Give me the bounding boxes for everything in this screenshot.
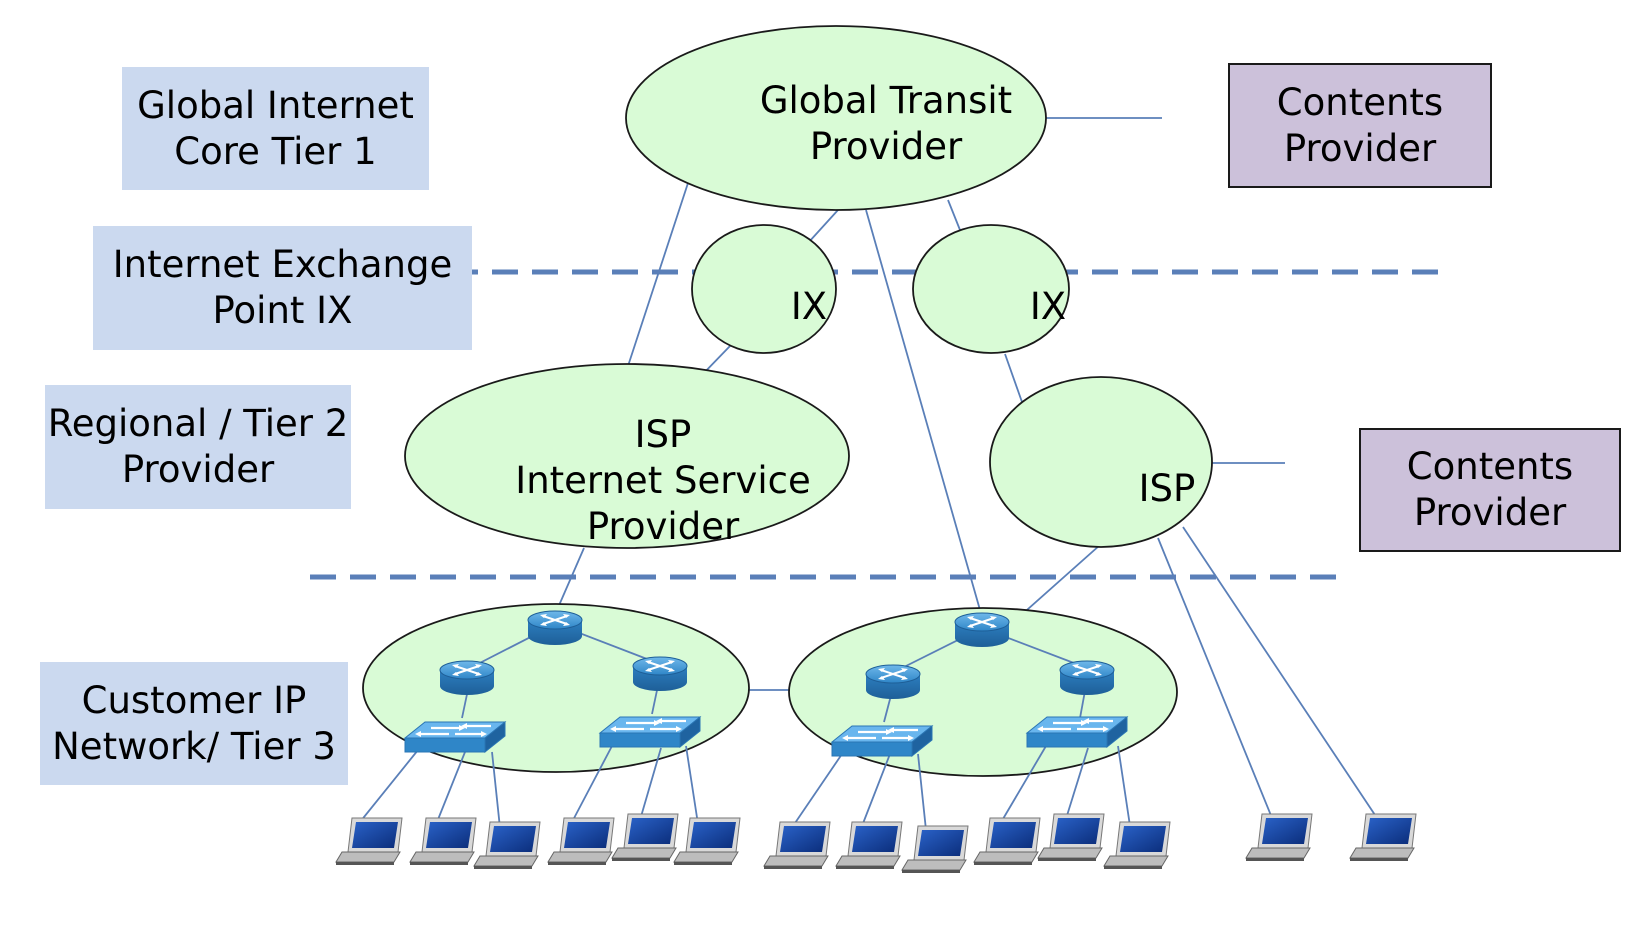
laptop-icon (1037, 813, 1105, 862)
isp-left-node (404, 363, 850, 549)
link-isp-right-laptop1 (1157, 537, 1273, 819)
contents-provider-top-line1: Contents (1276, 80, 1444, 124)
global-transit-provider-node (625, 25, 1047, 211)
laptop-icon (611, 813, 679, 862)
tier3-label-line2: Network/ Tier 3 (52, 724, 336, 768)
ix-left-node (691, 224, 837, 354)
tier3-label-box: Customer IP Network/ Tier 3 (40, 662, 348, 785)
router-icon (1059, 660, 1115, 696)
global-transit-line1: Global Transit (759, 79, 1013, 122)
tier1-label-box: Global Internet Core Tier 1 (122, 67, 429, 190)
tier2-label-box: Regional / Tier 2 Provider (45, 385, 351, 509)
isp-left-label: ISP Internet Service Provider (513, 412, 813, 550)
router-icon (954, 612, 1010, 648)
link-isp-right-laptop2 (1182, 526, 1378, 819)
laptop-icon (1103, 821, 1171, 870)
link-transit-ix-left (807, 209, 839, 244)
laptop-icon (409, 817, 477, 866)
tier1-label-line1: Global Internet (137, 83, 414, 127)
link-transit-ix-right (947, 199, 961, 231)
laptop-icon (547, 817, 615, 866)
laptop-icon (673, 817, 741, 866)
contents-provider-top: Contents Provider (1228, 63, 1492, 188)
laptop-icon (335, 817, 403, 866)
switch-icon (830, 724, 934, 758)
laptop-icon (763, 821, 831, 870)
switch-icon (1025, 715, 1129, 749)
router-icon (865, 664, 921, 700)
laptop-icon (1245, 813, 1313, 862)
isp-right-label: ISP (1138, 467, 1196, 510)
tier3-label-line1: Customer IP (81, 678, 307, 722)
link-transit-isp-left (627, 182, 689, 367)
link-transit-tier3-right (865, 209, 981, 611)
contents-provider-top-line2: Provider (1283, 126, 1437, 170)
ix-label-box: Internet Exchange Point IX (93, 226, 472, 350)
ix-right-label: IX (1029, 285, 1067, 328)
router-icon (439, 660, 495, 696)
laptop-icon (473, 821, 541, 870)
link-ix-right-isp-right (1004, 353, 1023, 403)
ix-right-node (912, 224, 1070, 354)
global-transit-line2: Provider (809, 125, 963, 168)
contents-provider-right-line2: Provider (1413, 491, 1567, 534)
isp-left-line1: ISP (634, 413, 692, 456)
laptop-icon (973, 817, 1041, 866)
router-icon (632, 656, 688, 692)
router-icon (527, 610, 583, 646)
contents-provider-right: Contents Provider (1359, 428, 1621, 552)
laptop-icon (1349, 813, 1417, 862)
switch-icon (403, 720, 507, 754)
tier1-label-line2: Core Tier 1 (174, 129, 377, 173)
laptop-icon (835, 821, 903, 870)
ix-left-label: IX (790, 285, 828, 328)
switch-icon (598, 715, 702, 749)
global-transit-provider-label: Global Transit Provider (736, 78, 1036, 170)
isp-right-node (989, 376, 1213, 548)
ix-label-line2: Point IX (212, 289, 353, 332)
tier2-label-line1: Regional / Tier 2 (47, 402, 349, 445)
isp-left-line2: Internet Service (515, 459, 811, 502)
laptop-icon (901, 825, 969, 874)
tier2-label-line2: Provider (121, 448, 275, 491)
contents-provider-right-line1: Contents (1406, 445, 1574, 488)
ix-label-line1: Internet Exchange (112, 243, 453, 286)
link-isp-left-router (556, 547, 585, 611)
isp-left-line3: Provider (586, 505, 740, 548)
